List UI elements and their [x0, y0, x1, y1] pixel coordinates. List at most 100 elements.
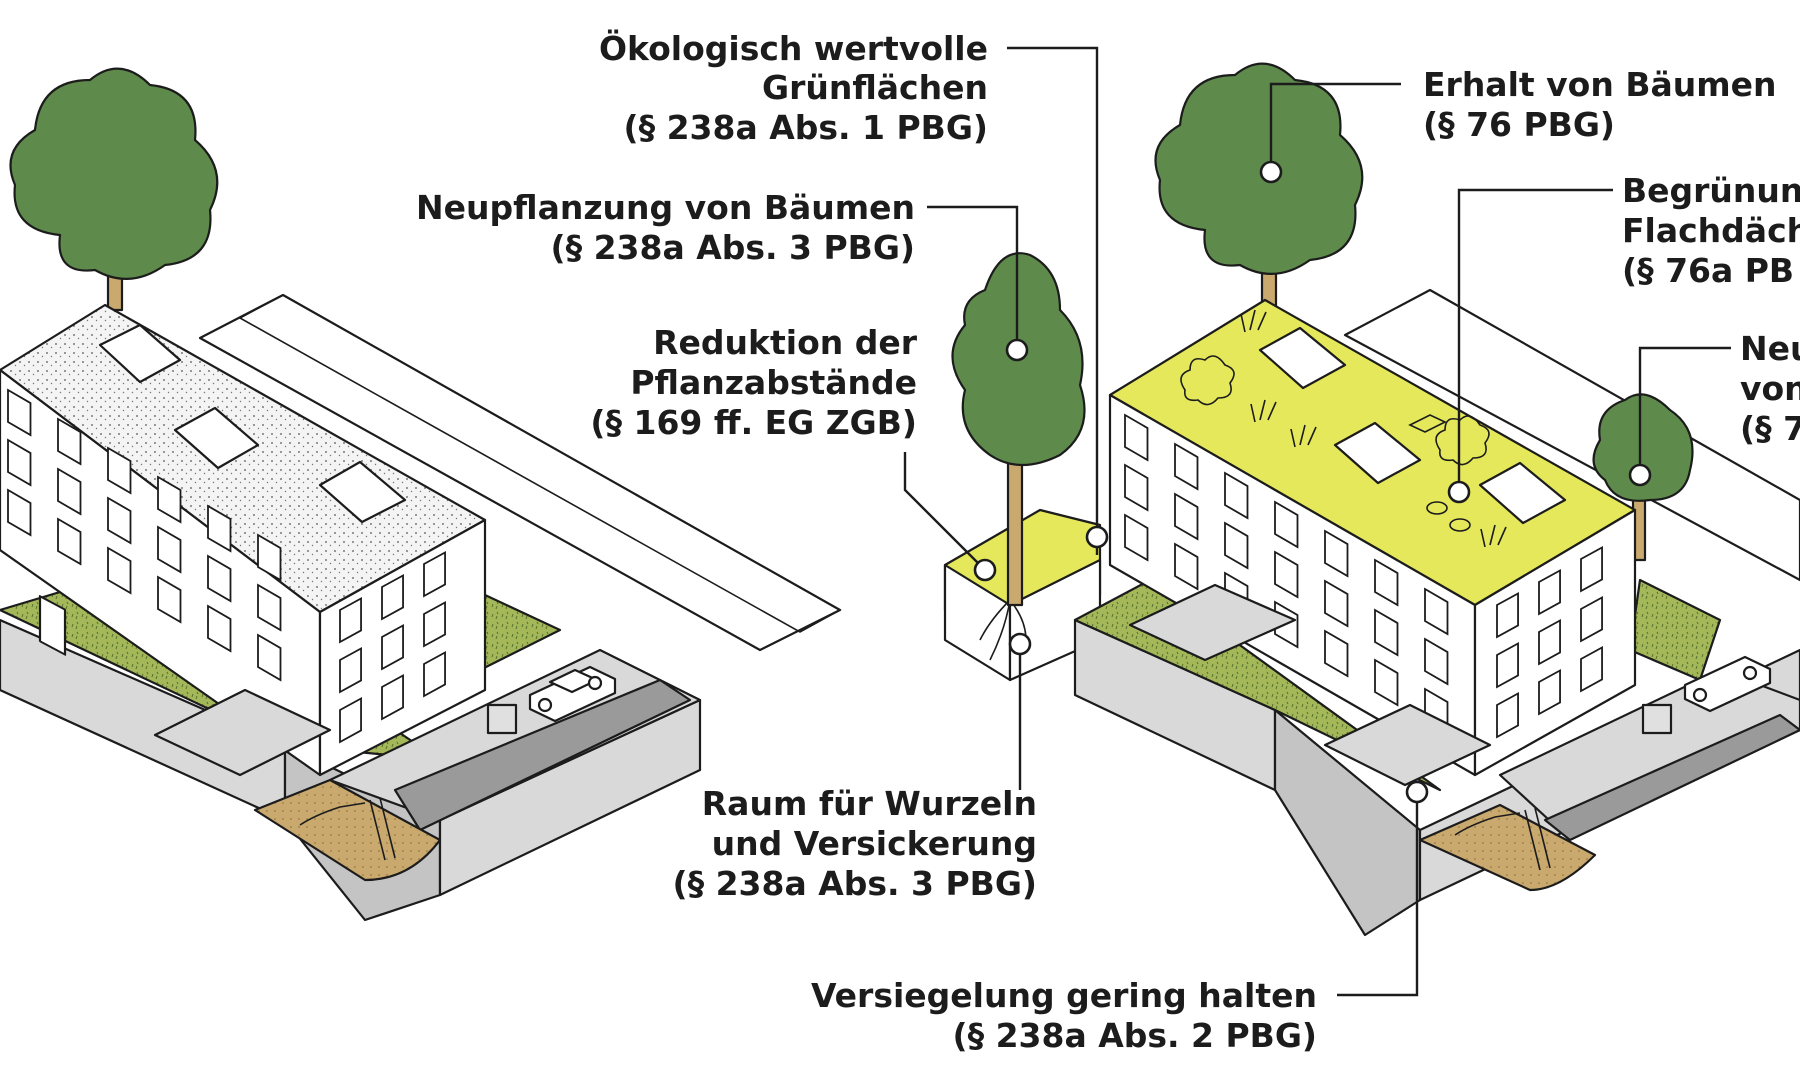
window	[1324, 579, 1349, 628]
right-solar-panel	[1478, 461, 1567, 525]
left-solar-panel	[173, 406, 260, 470]
left-solar-panel	[318, 460, 407, 524]
right-ramp	[1543, 713, 1800, 842]
label-neu-line2: von	[1740, 369, 1800, 408]
label-reduktion-line3: (§ 169 ff. EG ZGB)	[590, 403, 917, 442]
label-versiegelung-line2: (§ 238a Abs. 2 PBG)	[953, 1016, 1318, 1055]
left-street	[198, 293, 842, 652]
window	[1374, 608, 1399, 657]
leader-lines	[903, 46, 1731, 997]
right-path-slab	[1128, 583, 1297, 662]
right-slide	[1454, 807, 1551, 871]
left-building	[0, 303, 487, 777]
left-solar-panel	[98, 323, 182, 384]
left-tree	[9, 67, 219, 312]
window	[1374, 658, 1399, 707]
window	[1174, 542, 1199, 591]
window	[1124, 413, 1149, 462]
right-solar-panel	[1258, 326, 1347, 390]
window	[107, 546, 132, 595]
callout-dot	[1405, 780, 1429, 804]
right-path-slab-2	[1323, 703, 1492, 787]
window	[1496, 641, 1519, 689]
window	[57, 417, 82, 466]
label-versiegelung-line1: Versiegelung gering halten	[811, 976, 1317, 1015]
callout-dot	[1008, 632, 1032, 656]
window	[339, 696, 362, 744]
window	[1580, 545, 1603, 593]
window	[1124, 463, 1149, 512]
window	[1496, 591, 1519, 639]
callout-dot	[1628, 463, 1652, 487]
window	[7, 388, 32, 437]
window	[339, 596, 362, 644]
window	[339, 646, 362, 694]
window	[381, 673, 404, 721]
window	[257, 583, 282, 632]
window	[1224, 521, 1249, 570]
right-big-tree	[1154, 62, 1364, 312]
left-ramp	[393, 678, 692, 832]
callout-dot	[1447, 480, 1471, 504]
window	[207, 504, 232, 553]
window	[381, 623, 404, 671]
window	[1424, 587, 1449, 636]
left-path-slab	[153, 688, 332, 777]
callout-dot	[1085, 525, 1109, 549]
left-bin	[486, 703, 518, 735]
left-scene	[0, 67, 842, 922]
middle-soil-block	[943, 252, 1102, 682]
right-small-tree	[1592, 393, 1694, 562]
window	[57, 467, 82, 516]
window	[157, 525, 182, 574]
label-oekologisch-line2: Grünflächen	[762, 68, 988, 107]
window	[1580, 595, 1603, 643]
label-raum-line2: und Versickerung	[712, 824, 1037, 863]
window	[1274, 500, 1299, 549]
window	[423, 550, 446, 598]
right-solar-panel	[1333, 421, 1422, 485]
window	[7, 488, 32, 537]
window	[1124, 513, 1149, 562]
label-erhalt-line2: (§ 76 PBG)	[1423, 105, 1615, 144]
left-slide	[299, 797, 396, 861]
window	[207, 604, 232, 653]
callout-dot	[1259, 160, 1283, 184]
label-neupflanzung-line2: (§ 238a Abs. 3 PBG)	[551, 228, 916, 267]
label-begruenung-line2: Flachdäch	[1622, 211, 1800, 250]
roof-plants	[1180, 309, 1507, 548]
label-begruenung-line1: Begrünung	[1622, 171, 1800, 210]
right-lawn-right	[1628, 578, 1722, 682]
window	[157, 475, 182, 524]
label-raum-line1: Raum für Wurzeln	[702, 784, 1037, 823]
window	[423, 600, 446, 648]
window	[7, 438, 32, 487]
label-neu-line3: (§ 7	[1740, 409, 1800, 448]
window	[107, 496, 132, 545]
labels: Ökologisch wertvolle Grünflächen (§ 238a…	[416, 28, 1800, 1055]
right-bin	[1641, 703, 1673, 735]
window	[1274, 550, 1299, 599]
label-reduktion-line2: Pflanzabstände	[630, 363, 917, 402]
label-neupflanzung-line1: Neupflanzung von Bäumen	[416, 188, 915, 227]
right-sandbox	[1418, 803, 1597, 892]
window	[423, 650, 446, 698]
window	[1538, 618, 1561, 666]
window	[1424, 637, 1449, 686]
label-erhalt-line1: Erhalt von Bäumen	[1423, 65, 1777, 104]
window	[1174, 492, 1199, 541]
label-neu-line1: Neu	[1740, 329, 1800, 368]
callout-dot	[1005, 338, 1029, 362]
window	[1224, 471, 1249, 520]
window	[381, 573, 404, 621]
window	[257, 633, 282, 682]
label-reduktion-line1: Reduktion der	[653, 323, 918, 362]
window	[1324, 529, 1349, 578]
right-scene	[1073, 62, 1800, 937]
window	[1538, 668, 1561, 716]
label-begruenung-line3: (§ 76a PB	[1622, 251, 1794, 290]
label-oekologisch-line1: Ökologisch wertvolle	[599, 28, 988, 68]
right-building	[1108, 298, 1637, 777]
label-raum-line3: (§ 238a Abs. 3 PBG)	[673, 864, 1038, 903]
